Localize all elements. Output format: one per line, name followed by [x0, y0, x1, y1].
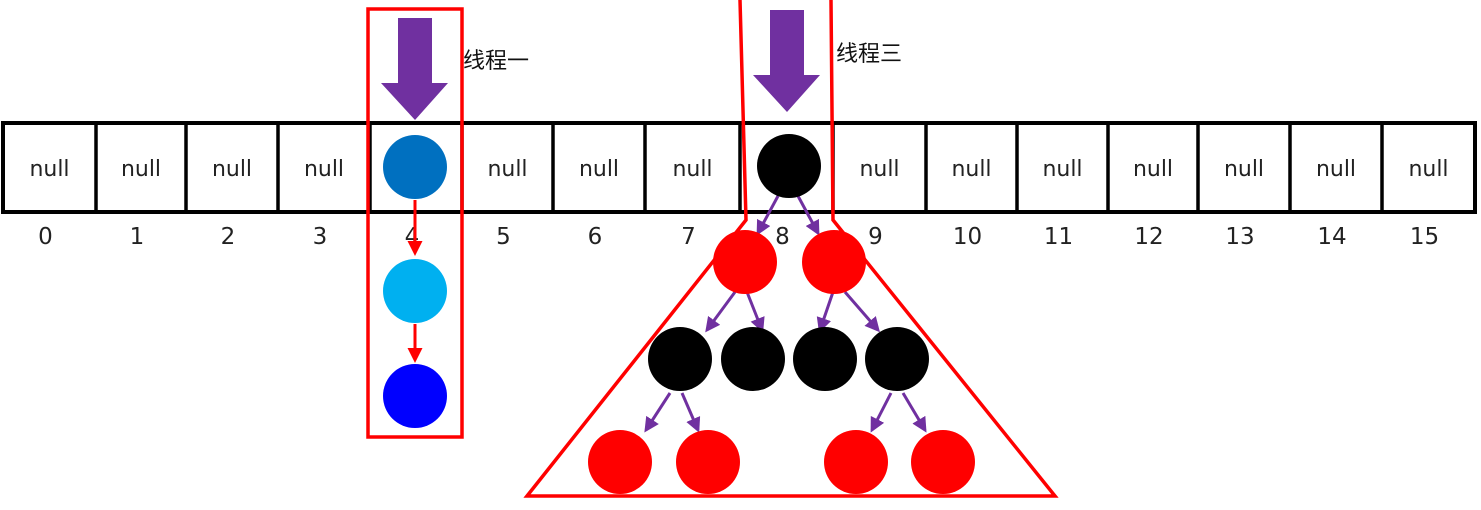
tree-root-node	[757, 134, 821, 198]
tree-node-red	[713, 230, 777, 294]
cell-index-label: 12	[1134, 224, 1163, 250]
cell-label: null	[121, 157, 161, 182]
tree-edge	[901, 392, 927, 433]
bucket-array: null null null null null null null null null null…	[1, 121, 1477, 250]
cell-dividers	[94, 123, 1384, 212]
cell-index-label: 10	[953, 224, 982, 250]
list-node-2	[383, 259, 447, 323]
cell-label: null	[1224, 157, 1264, 182]
cell-label: null	[1316, 157, 1356, 182]
bucket-8-tree-outline	[523, 0, 1059, 498]
cell-label: null	[1408, 157, 1448, 182]
cell-index-label: 8	[775, 224, 790, 250]
cell-label: null	[212, 157, 252, 182]
tree-leaf-red	[911, 430, 975, 494]
tree-edge	[745, 291, 765, 333]
tree-node-black	[648, 327, 712, 391]
tree-leaf-red	[588, 430, 652, 494]
cell-label: null	[29, 157, 69, 182]
tree-node-black	[793, 327, 857, 391]
cell-index-label: 0	[38, 224, 53, 250]
tree-node-black	[721, 327, 785, 391]
tree-edge	[680, 392, 701, 433]
tree-node-red	[802, 230, 866, 294]
cell-label: null	[859, 157, 899, 182]
thread-one-arrow-icon	[381, 18, 448, 120]
cell-index-label: 1	[130, 224, 145, 250]
cell-index-label: 13	[1225, 224, 1254, 250]
cell-label: null	[672, 157, 712, 182]
tree-edge	[870, 392, 893, 433]
cell-index-label: 9	[868, 224, 883, 250]
cell-label: null	[304, 157, 344, 182]
list-node-1	[383, 135, 447, 199]
tree-leaf-red	[676, 430, 740, 494]
tree-leaf-red	[824, 430, 888, 494]
thread-three-group: 线程三	[523, 0, 1059, 498]
cell-index-label: 7	[681, 224, 696, 250]
tree-edge	[705, 291, 737, 333]
cell-index-label: 14	[1317, 224, 1346, 250]
linked-list	[383, 135, 447, 428]
tree-edge	[756, 195, 780, 236]
tree-edge	[796, 195, 820, 236]
tree-edge	[843, 291, 880, 333]
list-node-3	[383, 364, 447, 428]
cell-label: null	[579, 157, 619, 182]
cell-index-label: 3	[313, 224, 328, 250]
tree-edge	[644, 392, 672, 433]
thread-one-label: 线程一	[463, 49, 529, 74]
cell-label: null	[487, 157, 527, 182]
cell-index-label: 15	[1410, 224, 1439, 250]
cell-index-label: 4	[405, 224, 420, 250]
tree-edge	[816, 291, 835, 333]
cell-index-label: 5	[496, 224, 511, 250]
thread-one-group: 线程一	[366, 7, 529, 439]
cell-index-label: 11	[1044, 224, 1073, 250]
cell-labels: null null null null null null null null null null…	[29, 157, 1448, 182]
bucket-4-highlight	[366, 7, 464, 439]
cell-index-label: 2	[221, 224, 236, 250]
thread-three-arrow-icon	[753, 10, 820, 112]
cell-label: null	[1133, 157, 1173, 182]
thread-three-label: 线程三	[836, 42, 902, 67]
cell-label: null	[1042, 157, 1082, 182]
cell-label: null	[951, 157, 991, 182]
cell-index-label: 6	[588, 224, 603, 250]
tree-node-black	[865, 327, 929, 391]
red-black-tree	[588, 134, 975, 494]
